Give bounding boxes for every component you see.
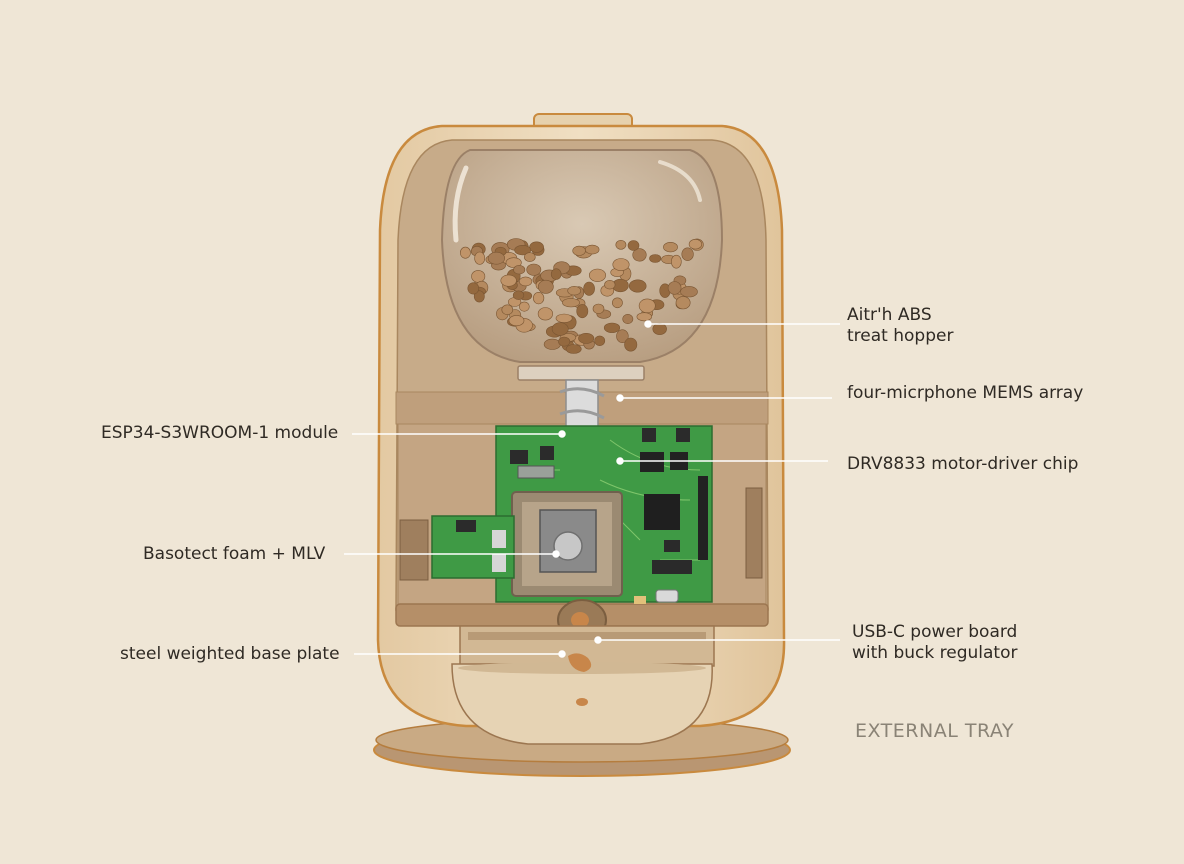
kibble-piece — [649, 254, 662, 263]
kibble-piece — [572, 245, 586, 256]
kibble-piece — [652, 323, 667, 335]
leader-driver — [616, 457, 828, 465]
kibble-piece — [583, 281, 595, 296]
kibble-piece — [594, 335, 606, 346]
callout-base-text: steel weighted base plate — [120, 644, 340, 664]
kibble-piece — [526, 263, 542, 276]
kibble-piece — [588, 268, 606, 282]
kibble-piece — [592, 303, 605, 314]
kibble-piece — [663, 242, 678, 253]
callout-mic-array: four-micrphone MEMS array — [847, 383, 1083, 404]
leader-esp — [352, 430, 566, 438]
kibble-piece — [518, 276, 533, 287]
kibble-piece — [628, 279, 647, 293]
kibble-piece — [551, 322, 569, 336]
kibble-piece — [565, 344, 582, 354]
kibble-piece — [578, 332, 595, 344]
leader-lines — [344, 320, 840, 658]
kibble-piece — [604, 280, 616, 290]
leader-foam — [344, 550, 560, 558]
external-tray — [451, 625, 715, 745]
callout-esp-text: ESP34-S3WROOM-1 module — [101, 423, 339, 443]
kibble-piece — [567, 286, 582, 296]
kibble-piece — [622, 313, 634, 324]
callout-hopper: Aitr'h ABS treat hopper — [847, 305, 953, 347]
drv8833-chip — [640, 452, 688, 472]
callout-motor-driver: DRV8833 motor-driver chip — [847, 454, 1078, 475]
kibble-piece — [555, 313, 573, 323]
kibble-piece — [505, 257, 522, 268]
kibble-piece — [688, 239, 703, 250]
kibble-piece — [550, 268, 562, 280]
kibble-piece — [675, 296, 691, 310]
kibble-piece — [681, 247, 694, 261]
kibble-piece — [514, 245, 532, 256]
kibble-piece — [667, 281, 682, 295]
callout-hopper-line2: treat hopper — [847, 326, 954, 346]
mic-array — [642, 428, 690, 442]
kibble-piece — [523, 252, 536, 262]
kibble-piece — [584, 244, 600, 255]
kibble-piece — [474, 251, 486, 265]
microcontroller-chip — [644, 494, 680, 530]
kibble-piece — [543, 338, 561, 350]
kibble-piece — [680, 286, 698, 298]
kibble-piece — [537, 279, 554, 294]
kibble-piece — [576, 304, 589, 319]
kibble-piece — [512, 290, 525, 300]
callout-foam-text: Basotect foam + MLV — [143, 544, 326, 564]
callout-usb-line1: USB-C power board — [852, 622, 1018, 642]
kibble-piece — [612, 258, 630, 271]
callout-usb-power: USB-C power board with buck regulator — [852, 622, 1017, 664]
external-tray-label: EXTERNAL TRAY — [855, 720, 1015, 742]
foam-housing — [511, 491, 623, 597]
kibble-piece — [500, 274, 517, 287]
treat-kibble — [459, 238, 704, 354]
kibble-piece — [513, 265, 526, 275]
leader-base — [354, 650, 566, 658]
kibble-piece — [615, 240, 627, 250]
callout-driver-text: DRV8833 motor-driver chip — [847, 454, 1079, 474]
kibble-piece — [603, 322, 621, 333]
callout-esp-module: ESP34-S3WROOM-1 module — [101, 423, 338, 444]
treat-hopper — [440, 149, 724, 381]
kibble-piece — [529, 241, 544, 253]
side-board — [399, 487, 763, 581]
kibble-piece — [459, 246, 471, 259]
kibble-piece — [558, 336, 571, 347]
callout-foam: Basotect foam + MLV — [143, 544, 325, 565]
leader-mic — [616, 394, 832, 402]
kibble-piece — [624, 337, 638, 352]
kibble-piece — [518, 301, 530, 312]
kibble-piece — [471, 270, 486, 283]
kibble-piece — [508, 315, 525, 327]
leader-hopper — [644, 320, 840, 328]
kibble-piece — [562, 298, 580, 308]
callout-mic-text: four-micrphone MEMS array — [847, 383, 1084, 403]
callout-base-plate: steel weighted base plate — [120, 644, 340, 665]
kibble-piece — [632, 248, 647, 262]
kibble-piece — [616, 329, 629, 344]
kibble-piece — [467, 282, 480, 295]
usb-c-port — [634, 589, 679, 604]
kibble-piece — [501, 304, 514, 315]
kibble-piece — [636, 312, 652, 322]
leader-usb — [594, 636, 840, 644]
kibble-piece — [473, 290, 485, 303]
kibble-piece — [487, 251, 506, 265]
kibble-piece — [612, 297, 623, 309]
kibble-piece — [670, 254, 682, 269]
kibble-piece — [627, 240, 640, 251]
kibble-piece — [532, 292, 545, 305]
kibble-piece — [638, 298, 656, 313]
kibble-piece — [537, 307, 554, 321]
callout-hopper-line1: Aitr'h ABS — [847, 305, 932, 325]
callout-usb-line2: with buck regulator — [852, 643, 1018, 663]
